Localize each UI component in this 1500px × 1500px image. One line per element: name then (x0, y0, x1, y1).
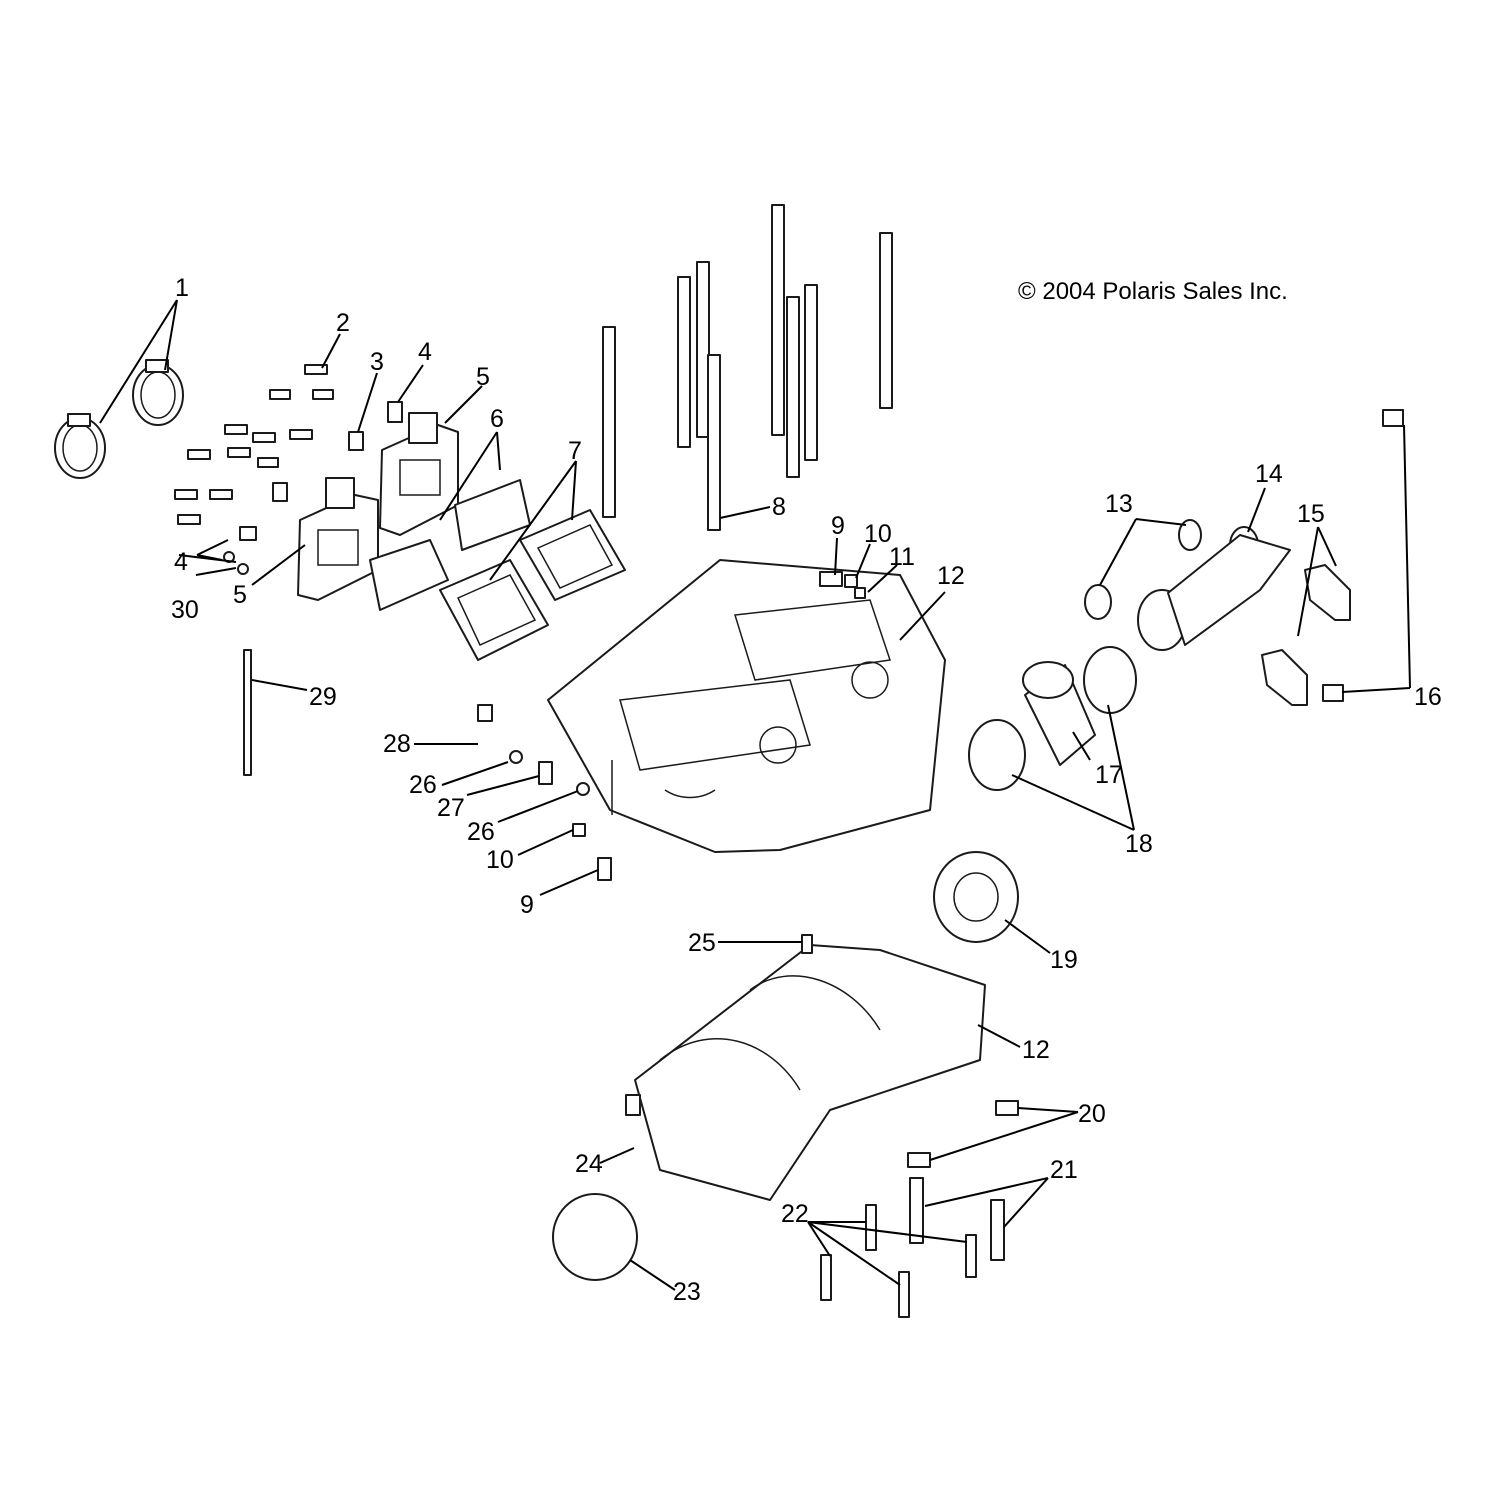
callout-18: 18 (1125, 830, 1153, 858)
callout-15: 15 (1297, 500, 1325, 528)
leader-lines (99, 299, 1411, 1291)
callout-16: 16 (1414, 683, 1442, 711)
callout-26: 26 (409, 771, 437, 799)
callout-17: 17 (1095, 761, 1123, 789)
callout-12: 12 (937, 562, 965, 590)
callout-labels: 1 2 3 4 4 5 5 6 7 8 9 9 10 10 11 12 12 1… (171, 274, 1442, 1306)
callout-4: 4 (418, 338, 432, 366)
water-outlet-parts (1084, 519, 1291, 651)
callout-27: 27 (437, 794, 465, 822)
mount-brackets (1261, 409, 1404, 706)
retaining-ring (552, 1193, 638, 1281)
callout-29: 29 (309, 683, 337, 711)
hose-parts (968, 646, 1137, 791)
callout-25: 25 (688, 929, 716, 957)
callout-21: 21 (1050, 1156, 1078, 1184)
reed-boots (369, 479, 531, 611)
small-brackets (223, 401, 403, 575)
bolt-cluster-left (174, 364, 334, 525)
callout-20: 20 (1078, 1100, 1106, 1128)
callout-28: 28 (383, 730, 411, 758)
callout-26: 26 (467, 818, 495, 846)
upper-crankcase (547, 559, 946, 853)
cylinder-studs (602, 204, 893, 531)
callout-14: 14 (1255, 460, 1283, 488)
callout-1: 1 (175, 274, 189, 302)
callout-9: 9 (520, 891, 534, 919)
callout-7: 7 (568, 437, 582, 465)
reed-stop-rod (243, 649, 252, 776)
small-fittings (477, 571, 866, 881)
callout-10: 10 (486, 846, 514, 874)
callout-11: 11 (889, 543, 915, 571)
oil-seal (933, 851, 1019, 943)
callout-12: 12 (1022, 1036, 1050, 1064)
callout-3: 3 (370, 348, 384, 376)
callout-9: 9 (831, 512, 845, 540)
reed-cages (439, 509, 626, 661)
callout-13: 13 (1105, 490, 1133, 518)
clamp-parts (54, 359, 184, 479)
callout-23: 23 (673, 1278, 701, 1306)
crankcase-bolts (820, 1100, 1019, 1318)
reed-adapters (297, 412, 459, 601)
callout-4: 4 (174, 548, 188, 576)
callout-24: 24 (575, 1150, 603, 1178)
callout-30: 30 (171, 596, 199, 624)
copyright-notice: © 2004 Polaris Sales Inc. (1018, 278, 1288, 305)
callout-2: 2 (336, 309, 350, 337)
callout-10: 10 (864, 520, 892, 548)
callout-6: 6 (490, 405, 504, 433)
callout-5: 5 (476, 363, 490, 391)
callout-8: 8 (772, 493, 786, 521)
callout-19: 19 (1050, 946, 1078, 974)
callout-22: 22 (781, 1200, 809, 1228)
callout-5: 5 (233, 581, 247, 609)
lower-crankcase (625, 934, 986, 1201)
